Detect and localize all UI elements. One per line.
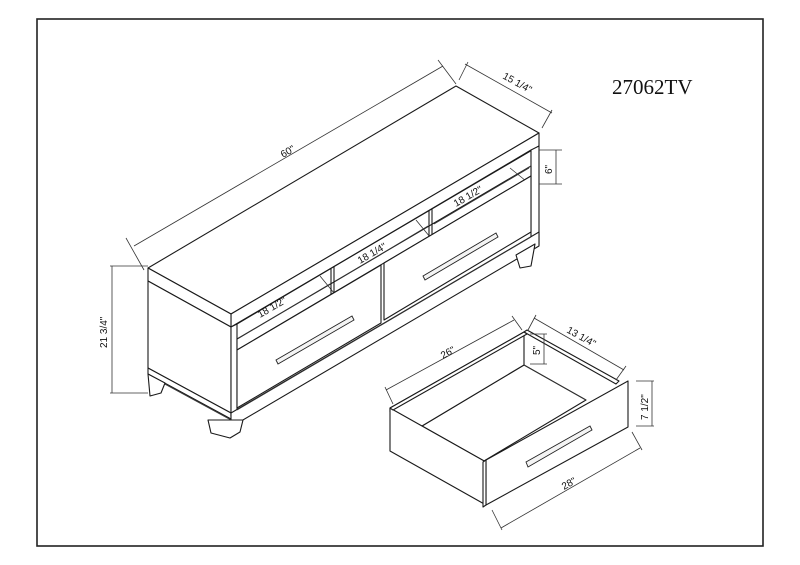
model-number: 27062TV	[612, 75, 693, 99]
dim-width-label: 60"	[279, 144, 298, 161]
console-left-post	[230, 323, 238, 417]
dim-drawer-depth-label: 13 1/4"	[565, 325, 598, 350]
dim-drawer-inner-height-label: 5"	[532, 345, 543, 355]
drawer-right-side	[523, 329, 620, 385]
dim-depth-label: 15 1/4"	[501, 71, 534, 96]
console-drawer-right	[383, 175, 532, 321]
dim-drawer-front-width-label: 28"	[560, 476, 579, 493]
console-drawer-right-handle	[422, 232, 499, 281]
drawer-handle	[525, 425, 593, 468]
drawer-dimensions: 26" 13 1/4" 5" 7 1/2" 28"	[384, 314, 654, 531]
drawing-border	[36, 18, 764, 547]
drawer	[389, 329, 629, 508]
console-drawer-left-handle	[275, 315, 355, 365]
dim-height-label: 21 3/4"	[99, 316, 110, 348]
drawer-left-top-edge	[389, 331, 528, 411]
foot-front-right	[515, 243, 536, 269]
dim-shelf-height-label: 6"	[544, 164, 555, 174]
tv-console	[147, 85, 540, 439]
dim-drawer-front-height-label: 7 1/2"	[640, 394, 651, 420]
foot-back-left	[147, 373, 166, 397]
drawer-front-edge	[482, 459, 487, 508]
console-drawer-left	[236, 264, 382, 409]
foot-front-left	[207, 419, 244, 439]
